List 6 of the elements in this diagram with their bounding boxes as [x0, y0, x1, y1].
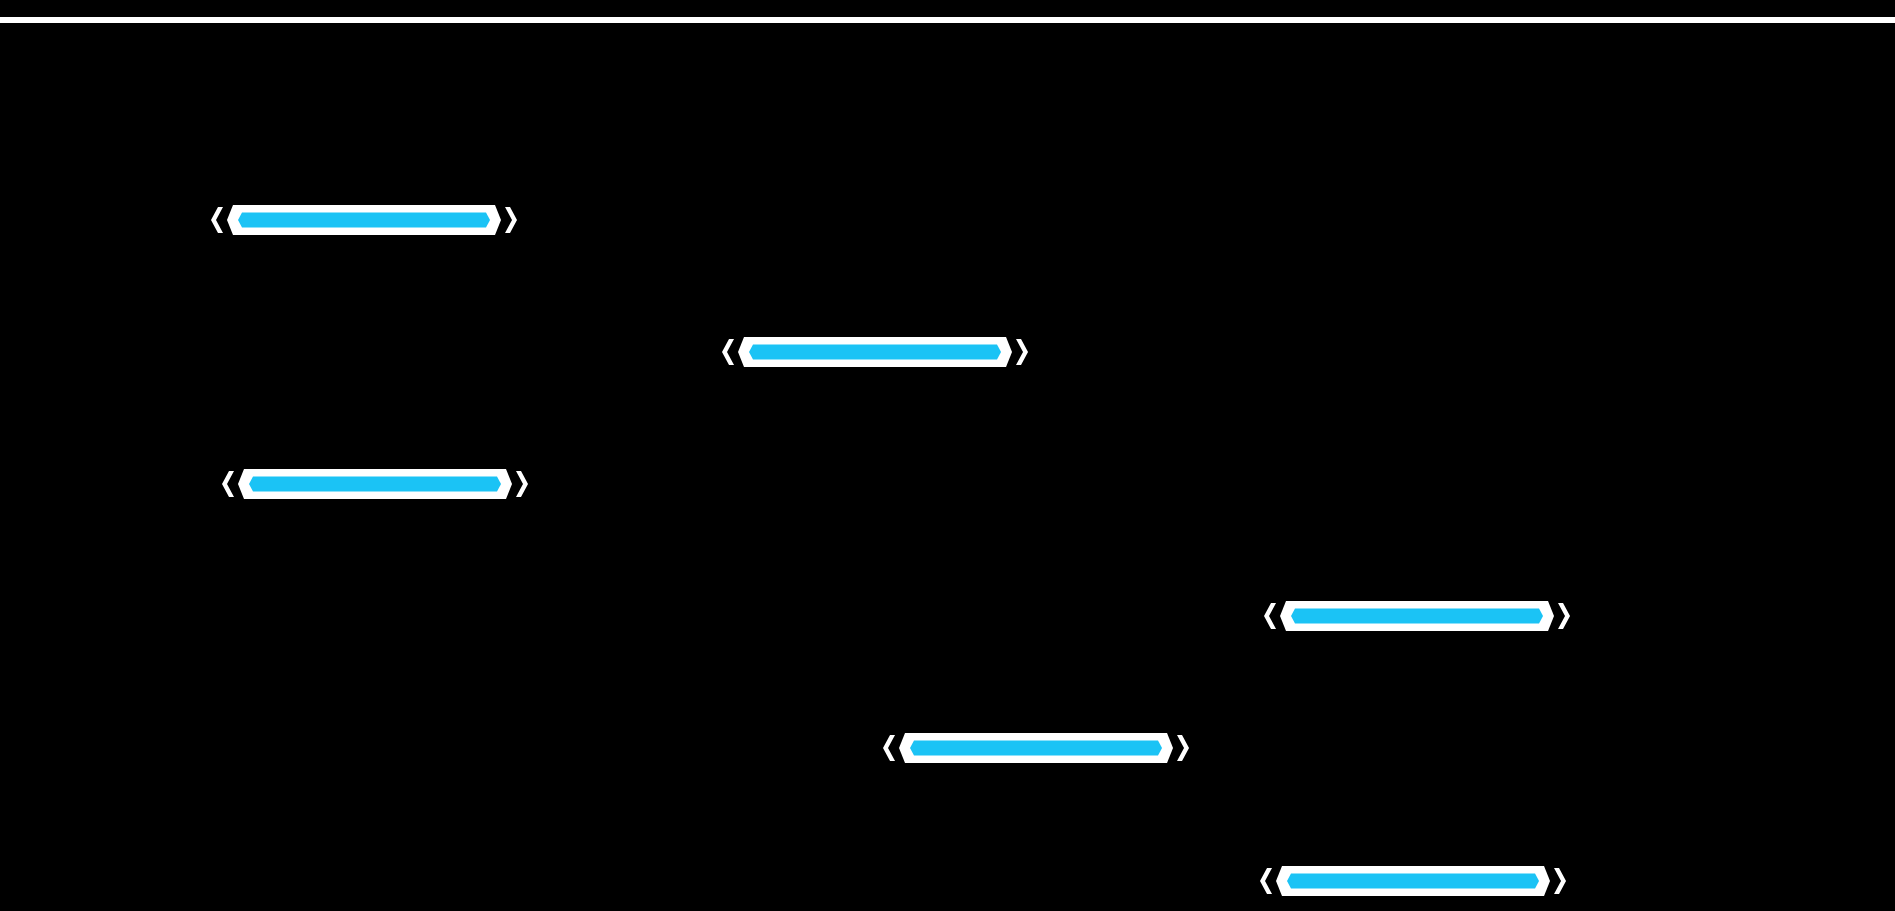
bar-drawing	[883, 733, 1189, 763]
bar-drawing	[1264, 601, 1570, 631]
bar-drawing	[722, 337, 1028, 367]
bar-drawing	[222, 469, 528, 499]
bar-drawing	[1260, 866, 1566, 896]
bar-drawing	[211, 205, 517, 235]
